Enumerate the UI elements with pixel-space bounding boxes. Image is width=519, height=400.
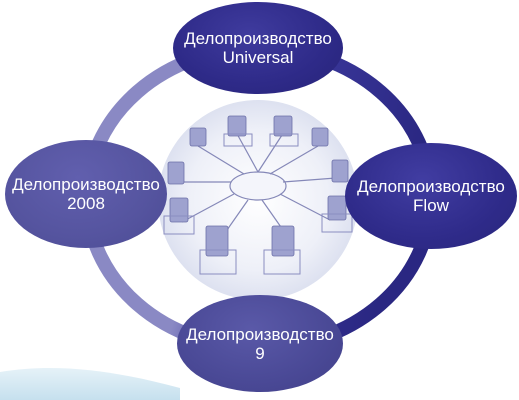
node-title: Делопроизводство <box>186 324 334 344</box>
office-network-illustration <box>180 131 337 241</box>
node-delovodstvo-universal: Делопроизводство Universal <box>173 2 343 94</box>
node-delovodstvo-2008: Делопроизводство 2008 <box>5 140 167 248</box>
node-title: Делопроизводство <box>357 177 505 196</box>
node-title: Делопроизводство <box>184 29 332 48</box>
decorative-wave <box>0 367 180 400</box>
node-delovodstvo-9: Делопроизводство 9 <box>177 295 343 392</box>
workstations <box>167 115 349 257</box>
node-delovodstvo-flow: Делопроизводство Flow <box>345 143 517 249</box>
workstation-bases <box>163 133 353 275</box>
node-subtitle: Universal <box>222 48 294 67</box>
node-subtitle: 2008 <box>67 194 105 213</box>
node-subtitle: 9 <box>255 343 265 363</box>
node-title: Делопроизводство <box>12 175 160 194</box>
node-subtitle: Flow <box>413 196 449 215</box>
